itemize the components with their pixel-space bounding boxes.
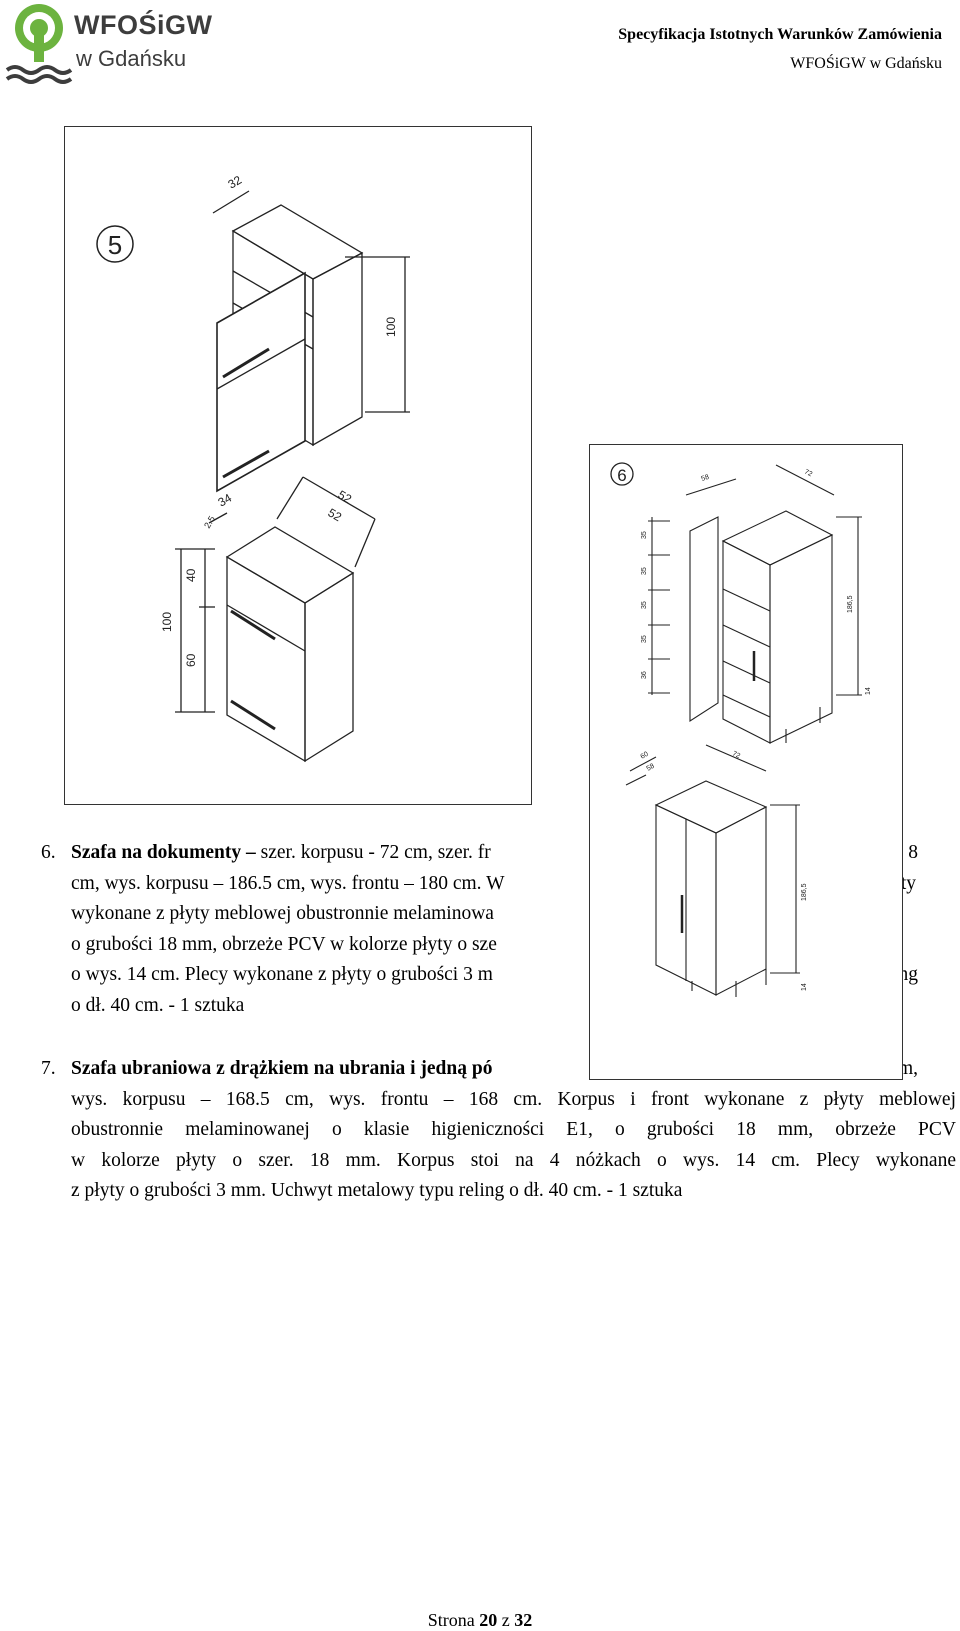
figure-6-marker: 6 (617, 466, 626, 485)
drawing-cabinet-5: 5 32 100 34 2.5 52 52 (64, 126, 532, 805)
dim-lower-100: 100 (160, 612, 174, 632)
item-6-number: 6. (41, 842, 56, 863)
item-6-line-1: Szafa na dokumenty – szer. korpusu - 72 … (71, 842, 491, 863)
dim-52-a: 52 (336, 487, 355, 506)
dim-40: 40 (184, 568, 198, 582)
dim-72: 72 (803, 469, 813, 479)
item-7-number: 7. (41, 1058, 56, 1079)
drawing-cabinet-6: 6 35 35 35 35 36 58 72 186,5 (589, 444, 903, 1080)
dim-36: 36 (641, 671, 648, 679)
document-subtitle: WFOŚiGW w Gdańsku (790, 55, 942, 72)
item-6-line-1-end: 8 (908, 842, 918, 863)
item-7-line-5: z płyty o grubości 3 mm. Uchwyt metalowy… (71, 1180, 683, 1201)
item-7-line-3: obustronnie melaminowanej o klasie higie… (71, 1119, 956, 1140)
dim-58-b: 58 (646, 763, 656, 773)
item-7-title: Szafa ubraniowa z drążkiem na ubrania i … (71, 1058, 493, 1079)
item-6-line-3: wykonane z płyty meblowej obustronnie me… (71, 903, 494, 924)
cabinet-5-illustration: 5 32 100 34 2.5 52 52 (96, 173, 410, 763)
item-7-line-1: Szafa ubraniowa z drążkiem na ubrania i … (71, 1054, 492, 1085)
wfosigw-logo (4, 2, 244, 86)
item-6-line-2: cm, wys. korpusu – 186.5 cm, wys. frontu… (71, 872, 505, 894)
dim-35-d: 35 (641, 635, 648, 643)
dim-58: 58 (700, 474, 710, 483)
item-6-line-5-end: ng (898, 964, 919, 985)
document-title: Specyfikacja Istotnych Warunków Zamówien… (618, 26, 942, 43)
item-7-line-4: w kolorze płyty o szer. 18 mm. Korpus st… (71, 1149, 956, 1171)
page-total: 32 (514, 1610, 533, 1630)
item-6-line-5: o wys. 14 cm. Plecy wykonane z płyty o g… (71, 964, 493, 985)
dim-34: 34 (216, 491, 235, 510)
cabinet-6-illustration: 6 35 35 35 35 36 58 72 186,5 (610, 462, 872, 997)
dim-35-c: 35 (641, 601, 648, 609)
dim-14-b: 14 (801, 983, 808, 991)
item-6-line-6: o dł. 40 cm. - 1 sztuka (71, 994, 245, 1016)
dim-72-b: 72 (731, 750, 741, 760)
tree-logo-icon (5, 4, 73, 84)
dim-14: 14 (865, 687, 872, 695)
dim-60: 60 (640, 751, 650, 761)
page-number: 20 (479, 1610, 498, 1630)
dim-35-b: 35 (641, 567, 648, 575)
item-6-line-2-end: ty (900, 872, 916, 894)
logo-name: WFOŚiGW (74, 10, 213, 40)
page-footer: Strona 20 z 32 (427, 1610, 533, 1630)
item-6-line-4: o grubości 18 mm, obrzeże PCV w kolorze … (71, 933, 497, 955)
item-6-title: Szafa na dokumenty – (71, 842, 256, 863)
logo-subtitle: w Gdańsku (76, 46, 187, 71)
dim-60: 60 (184, 653, 198, 667)
dim-2-5: 2.5 (202, 514, 217, 530)
dim-35-a: 35 (641, 531, 648, 539)
dim-186-5-b: 186,5 (801, 883, 808, 901)
item-7-line-2: wys. korpusu – 168.5 cm, wys. frontu – 1… (71, 1088, 956, 1110)
dim-upper-100: 100 (384, 317, 398, 337)
dim-186-5: 186,5 (847, 595, 854, 613)
dim-52-b: 52 (326, 505, 345, 524)
figure-5-marker: 5 (108, 230, 122, 260)
dim-32: 32 (226, 173, 245, 192)
